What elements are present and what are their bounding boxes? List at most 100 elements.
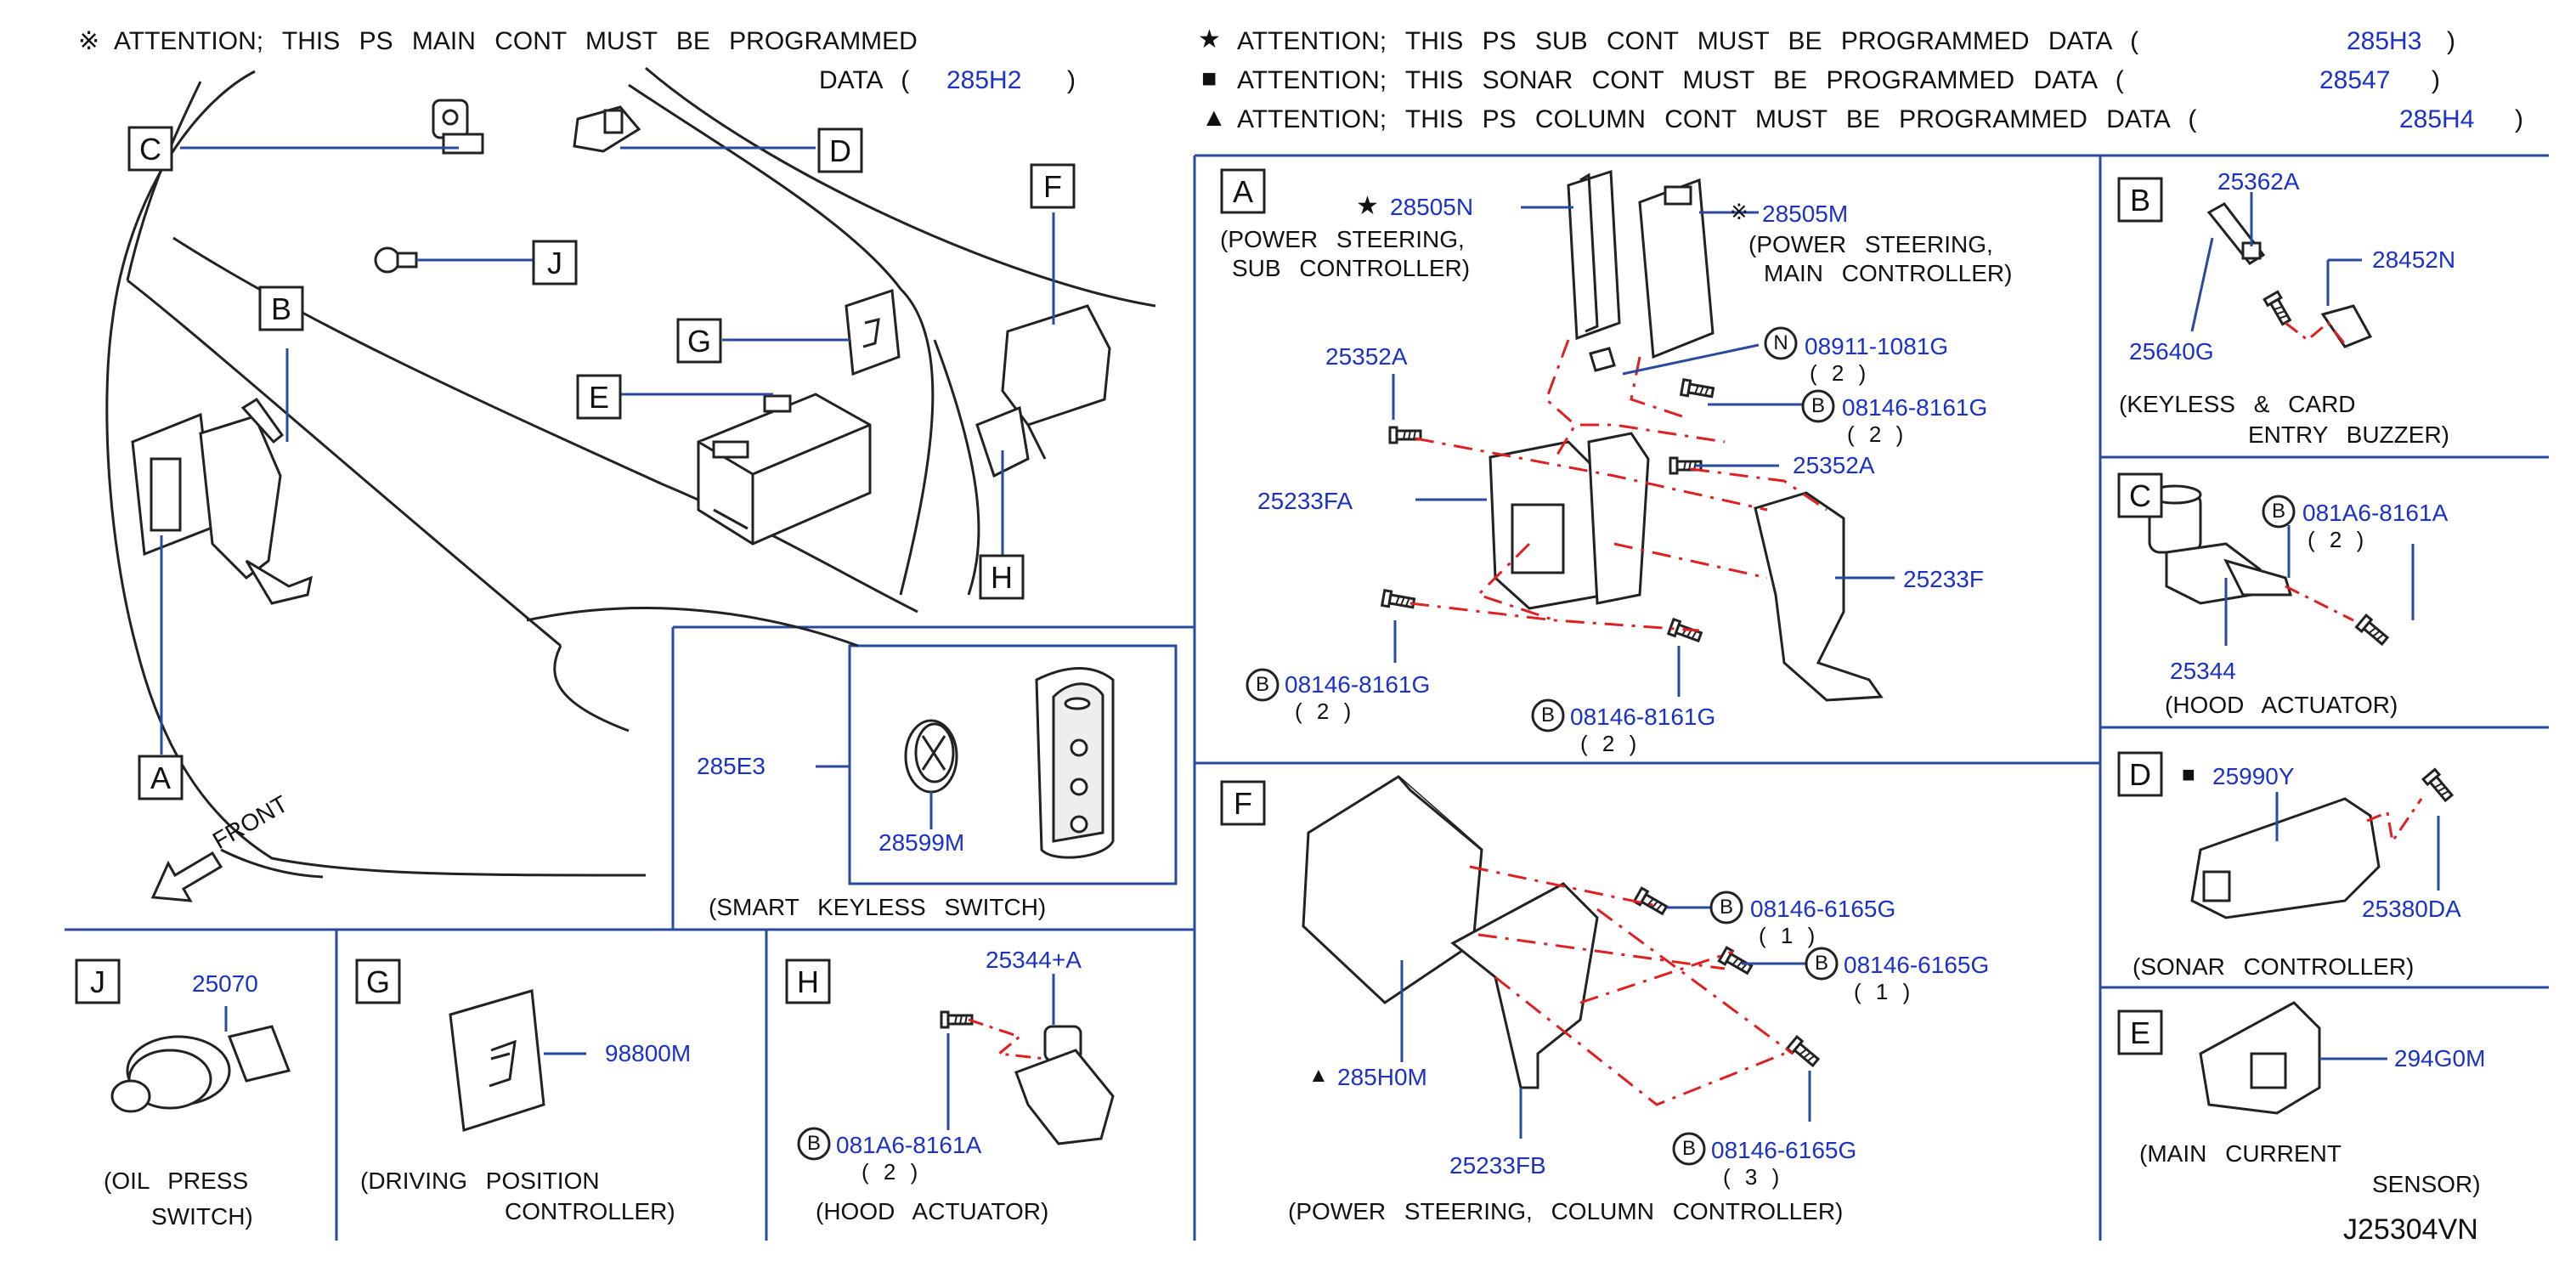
section-c-graphics — [2148, 484, 2392, 648]
section-h-bolt-marker: B — [806, 1132, 821, 1155]
section-h-leaders — [946, 974, 1055, 1130]
nut-marker-n: N — [1773, 331, 1788, 354]
section-g-caption-2: CONTROLLER) — [505, 1198, 675, 1224]
main-cont-data-code: 285H2 — [946, 66, 1022, 94]
main-controller-caption-1: (POWER STEERING, — [1748, 231, 1993, 257]
section-f-bolt3-part-number[interactable]: 08146-6165G — [1711, 1137, 1857, 1163]
section-a-dashes — [1409, 339, 1827, 632]
overview-label-j[interactable]: J — [547, 246, 562, 280]
overview-label-h[interactable]: H — [991, 560, 1013, 595]
main-controller-part-number[interactable]: 28505M — [1762, 201, 1849, 227]
section-b-part-25640g[interactable]: 25640G — [2129, 338, 2214, 365]
section-d-dashes — [2366, 798, 2423, 845]
overview-part-d — [573, 105, 641, 153]
section-a-letter: A — [1232, 174, 1253, 209]
overview-part-j — [374, 246, 418, 274]
section-h-graphics — [940, 1010, 1115, 1145]
section-f-bolt2-quantity: ( 1 ) — [1854, 979, 1911, 1004]
overview-leaders — [160, 146, 1055, 755]
smart-keyless-battery-part-number[interactable]: 28599M — [878, 829, 965, 856]
overview-label-g[interactable]: G — [686, 324, 711, 359]
section-f-bolt2-marker: B — [1814, 952, 1828, 975]
section-e-part-294g0m[interactable]: 294G0M — [2394, 1045, 2486, 1072]
section-h-dashes — [968, 1018, 1046, 1060]
section-d-leaders — [2275, 792, 2440, 891]
sub-controller-part-number[interactable]: 28505N — [1390, 194, 1474, 220]
section-h-part-number[interactable]: 25344+A — [986, 947, 1082, 973]
section-f-bolt3-marker: B — [1681, 1137, 1696, 1160]
sub-cont-close: ) — [2447, 27, 2455, 55]
sub-cont-mark: ★ — [1198, 25, 1221, 54]
section-d-part-25990y[interactable]: 25990Y — [2212, 763, 2295, 789]
section-f-bolt1-quantity: ( 1 ) — [1759, 923, 1816, 948]
bracket-right-part-number[interactable]: 25233F — [1903, 566, 1984, 592]
overview-label-e[interactable]: E — [588, 380, 609, 415]
section-f-bracket-part-number[interactable]: 25233FB — [1449, 1152, 1546, 1179]
sub-controller-caption-1: (POWER STEERING, — [1220, 226, 1465, 252]
section-h-letter: H — [797, 964, 819, 999]
section-j-graphics — [110, 1025, 291, 1113]
letter-boxes — [75, 126, 2163, 1055]
column-cont-data-code: 285H4 — [2399, 105, 2475, 133]
screw-right-part-number[interactable]: 25352A — [1793, 452, 1875, 478]
section-b-part-25362a[interactable]: 25362A — [2217, 168, 2300, 195]
section-a-leaders — [1392, 206, 1895, 697]
nut-part-number[interactable]: 08911-1081G — [1805, 333, 1949, 359]
section-b-part-28452n[interactable]: 28452N — [2372, 246, 2456, 273]
overview-label-a[interactable]: A — [150, 761, 171, 795]
column-cont-mark: ▲ — [1201, 104, 1227, 132]
smart-keyless-leaders — [816, 765, 933, 829]
sonar-cont-data-code: 28547 — [2319, 66, 2391, 94]
overview-part-f — [975, 304, 1111, 478]
section-f-bolt2-part-number[interactable]: 08146-6165G — [1844, 952, 1990, 978]
section-c-leaders — [2224, 525, 2415, 646]
section-g-graphics — [449, 989, 545, 1132]
section-f-mark: ▲ — [1308, 1064, 1329, 1087]
section-g-letter: G — [365, 964, 390, 999]
bolt-bottom-quantity: ( 2 ) — [1580, 731, 1637, 756]
bolt-bottom-part-number[interactable]: 08146-8161G — [1570, 704, 1716, 730]
section-g-part-number[interactable]: 98800M — [605, 1040, 692, 1066]
section-f-bolt1-part-number[interactable]: 08146-6165G — [1750, 896, 1896, 922]
section-c-caption: (HOOD ACTUATOR) — [2165, 692, 2398, 718]
overview-part-g — [845, 288, 901, 376]
section-b-dashes — [2285, 320, 2350, 349]
bolt-left-quantity: ( 2 ) — [1295, 698, 1352, 724]
sub-cont-data-code: 285H3 — [2347, 27, 2422, 55]
section-d-mark: ■ — [2182, 761, 2195, 787]
sonar-cont-mark: ■ — [1201, 65, 1217, 93]
section-j-part-number[interactable]: 25070 — [192, 970, 258, 997]
bolt-top-quantity: ( 2 ) — [1847, 421, 1904, 447]
section-g-caption-1: (DRIVING POSITION — [360, 1168, 600, 1194]
nut-quantity: ( 2 ) — [1810, 360, 1867, 386]
overview-label-d[interactable]: D — [829, 133, 851, 168]
overview-label-c[interactable]: C — [139, 132, 161, 167]
main-controller-mark: ※ — [1730, 199, 1748, 224]
section-f-dashes — [1469, 865, 1794, 1106]
section-j-caption-1: (OIL PRESS — [104, 1168, 249, 1194]
section-c-bolt-marker: B — [2271, 500, 2285, 523]
bracket-left-part-number[interactable]: 25233FA — [1257, 488, 1353, 514]
sub-controller-caption-2: SUB CONTROLLER) — [1232, 255, 1471, 281]
diagram-code: J25304VN — [2343, 1213, 2478, 1246]
section-d-part-25380da[interactable]: 25380DA — [2362, 896, 2461, 922]
section-e-caption-2: SENSOR) — [2372, 1171, 2481, 1197]
smart-keyless-assembly-part-number[interactable]: 285E3 — [697, 753, 765, 779]
section-c-bolt-part-number[interactable]: 081A6-8161A — [2302, 500, 2449, 526]
overview-part-c — [432, 99, 484, 155]
bolt-top-part-number[interactable]: 08146-8161G — [1842, 394, 1988, 421]
overview-label-f[interactable]: F — [1043, 169, 1062, 204]
section-d-graphics — [2190, 767, 2456, 919]
smart-keyless-caption: (SMART KEYLESS SWITCH) — [709, 894, 1047, 920]
section-f-controller-part-number[interactable]: 285H0M — [1337, 1064, 1427, 1090]
overview-label-b[interactable]: B — [270, 291, 291, 326]
bolt-bottom-marker: B — [1540, 704, 1555, 727]
front-arrow-icon — [150, 851, 223, 902]
section-c-part-25344[interactable]: 25344 — [2170, 658, 2236, 684]
sonar-cont-attention: ATTENTION; THIS SONAR CONT MUST BE PROGR… — [1237, 66, 2124, 94]
section-h-bolt-part-number[interactable]: 081A6-8161A — [836, 1132, 982, 1158]
section-j-letter: J — [90, 964, 105, 999]
screw-left-part-number[interactable]: 25352A — [1325, 343, 1408, 370]
bolt-left-part-number[interactable]: 08146-8161G — [1285, 671, 1431, 698]
